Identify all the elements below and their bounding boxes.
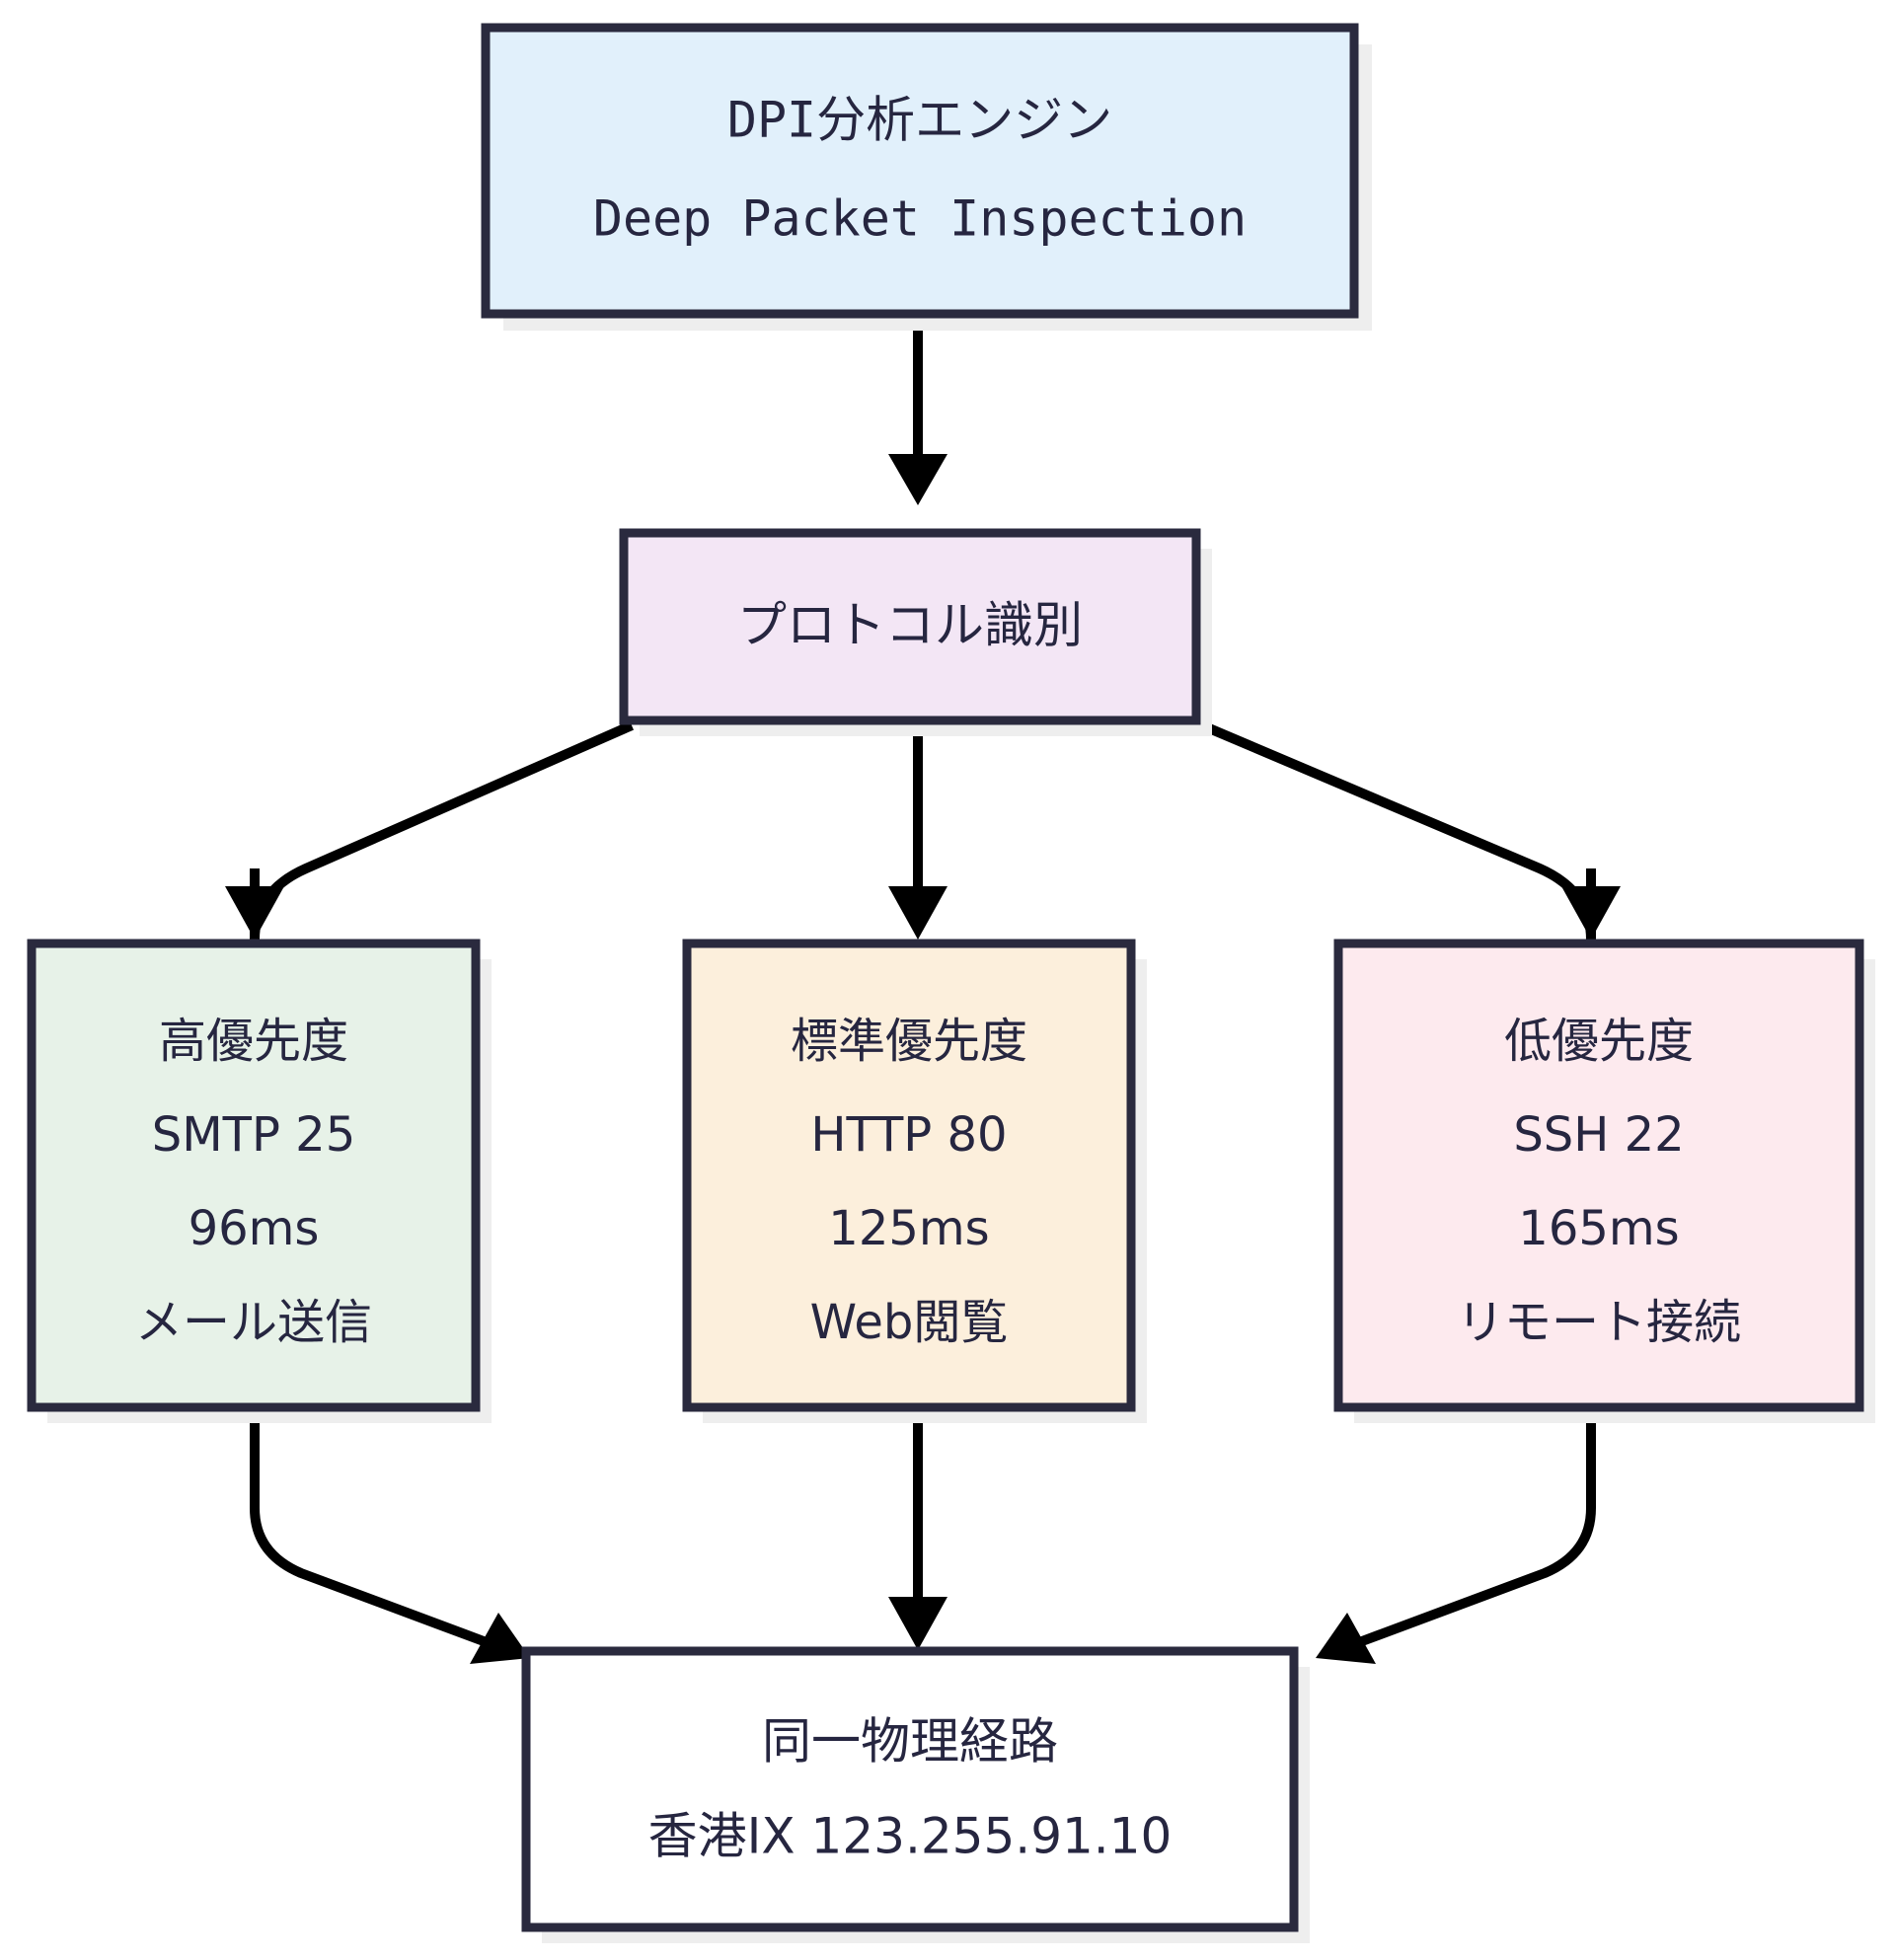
node-label-line4: メール送信 bbox=[135, 1295, 372, 1350]
arrowhead-icon bbox=[470, 1613, 530, 1664]
node-dpi-engine[interactable]: DPI分析エンジン Deep Packet Inspection bbox=[481, 23, 1372, 331]
node-body[interactable] bbox=[1333, 939, 1864, 1412]
edge-line bbox=[1360, 1417, 1596, 1646]
node-protocol-identification[interactable]: プロトコル識別 bbox=[619, 528, 1212, 736]
arrowhead-icon bbox=[888, 1597, 948, 1650]
node-label-line1: 高優先度 bbox=[159, 1014, 348, 1069]
arrowhead-icon bbox=[1316, 1613, 1376, 1664]
node-label-line4: リモート接続 bbox=[1457, 1295, 1741, 1350]
edge-protocol-to-high bbox=[225, 720, 635, 944]
node-label-line2: SSH 22 bbox=[1513, 1107, 1684, 1163]
edge-line bbox=[250, 1417, 486, 1646]
edge-protocol-to-low bbox=[1200, 720, 1621, 944]
node-body[interactable] bbox=[682, 939, 1136, 1412]
node-body[interactable] bbox=[27, 939, 481, 1412]
node-body[interactable] bbox=[521, 1646, 1299, 1932]
edge-high-to-path bbox=[250, 1417, 530, 1664]
node-label-line2: HTTP 80 bbox=[810, 1107, 1007, 1163]
edge-protocol-to-normal bbox=[888, 730, 948, 940]
node-label-line3: 165ms bbox=[1518, 1201, 1679, 1256]
node-label-line1: 同一物理経路 bbox=[762, 1713, 1058, 1771]
node-label-line4: Web閲覧 bbox=[810, 1295, 1009, 1350]
node-label-line1: 低優先度 bbox=[1504, 1014, 1694, 1069]
node-label-line1: プロトコル識別 bbox=[737, 597, 1083, 654]
edge-line bbox=[1200, 720, 1596, 944]
edge-line bbox=[250, 720, 635, 944]
node-label-line3: 96ms bbox=[189, 1201, 320, 1256]
arrowhead-icon bbox=[888, 454, 948, 505]
node-normal-priority[interactable]: 標準優先度 HTTP 80 125ms Web閲覧 bbox=[682, 939, 1147, 1423]
edge-engine-to-protocol bbox=[888, 316, 948, 505]
edge-low-to-path bbox=[1316, 1417, 1596, 1664]
node-low-priority[interactable]: 低優先度 SSH 22 165ms リモート接続 bbox=[1333, 939, 1875, 1423]
node-label-line1: DPI分析エンジン bbox=[727, 92, 1112, 149]
node-label-line2: SMTP 25 bbox=[152, 1107, 355, 1163]
arrowhead-icon bbox=[1561, 886, 1621, 940]
node-high-priority[interactable]: 高優先度 SMTP 25 96ms メール送信 bbox=[27, 939, 492, 1423]
node-label-line2: Deep Packet Inspection bbox=[593, 190, 1247, 248]
node-label-line1: 標準優先度 bbox=[791, 1014, 1027, 1069]
node-same-physical-path[interactable]: 同一物理経路 香港IX 123.255.91.10 bbox=[521, 1646, 1310, 1943]
arrowhead-icon bbox=[225, 886, 284, 940]
arrowhead-icon bbox=[888, 886, 948, 940]
edge-normal-to-path bbox=[888, 1417, 948, 1650]
node-body[interactable] bbox=[481, 23, 1359, 319]
node-label-line3: 125ms bbox=[828, 1201, 989, 1256]
node-body[interactable] bbox=[619, 528, 1201, 725]
node-label-line2: 香港IX 123.255.91.10 bbox=[648, 1808, 1173, 1865]
